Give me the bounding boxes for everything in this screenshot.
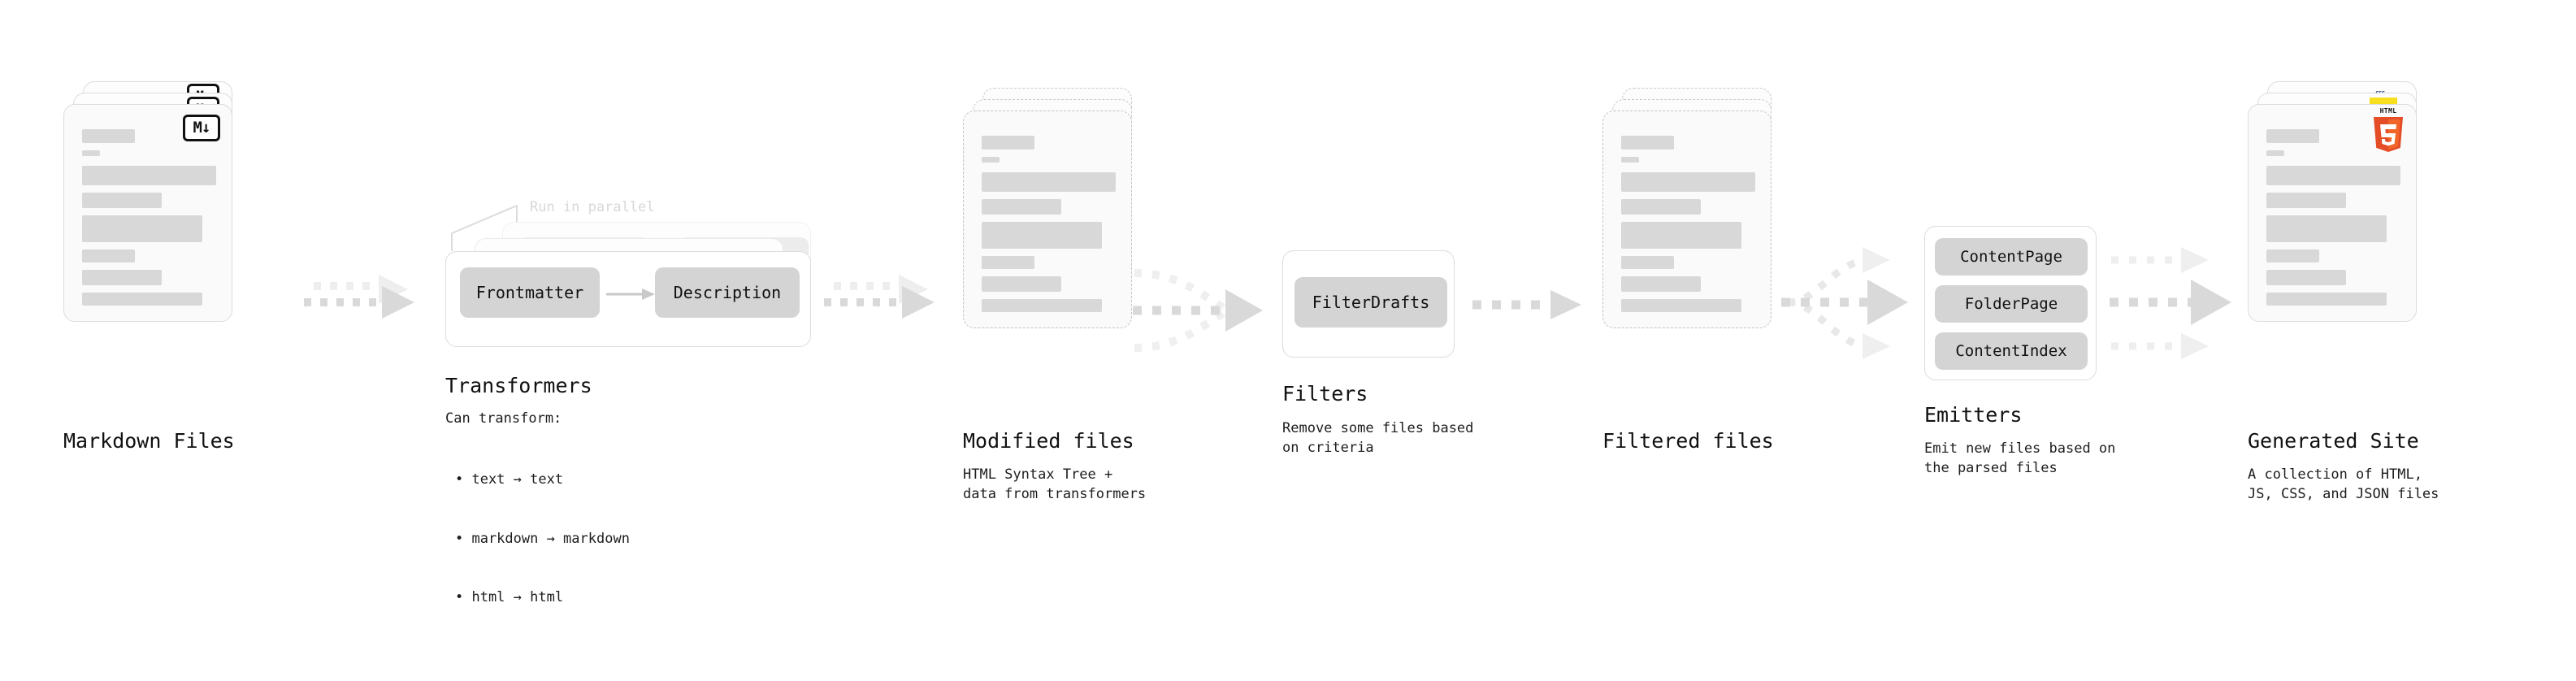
skeleton-bar — [82, 193, 162, 208]
skeleton-bar — [1621, 276, 1701, 292]
skeleton-bar — [2266, 215, 2387, 242]
site-skeleton-bars — [2266, 129, 2400, 313]
transformers-title: Transformers — [445, 374, 592, 397]
filters-description: Remove some files based on criteria — [1282, 420, 1474, 457]
filtered-skeleton-bars — [1621, 136, 1755, 319]
run-in-parallel-bracket — [451, 205, 518, 251]
skeleton-bar — [1621, 256, 1674, 269]
skeleton-bar — [982, 276, 1061, 292]
emitters-group: ContentPage FolderPage ContentIndex — [1924, 226, 2097, 380]
skeleton-bar — [982, 157, 1000, 163]
arrow-emitters-to-site — [2110, 234, 2264, 372]
skeleton-bar — [1621, 157, 1639, 163]
skeleton-bar — [2266, 129, 2319, 143]
skeleton-bar — [982, 172, 1116, 192]
skeleton-bar — [2266, 249, 2319, 262]
skeleton-bar — [982, 222, 1102, 249]
skeleton-bar — [82, 215, 202, 242]
markdown-badge: M↓ — [183, 115, 220, 141]
transformer-bullet: • text → text — [455, 471, 564, 488]
emitters-description: Emit new files based on the parsed files — [1924, 440, 2116, 477]
skeleton-bar — [82, 150, 100, 156]
emitter-pill-folderpage[interactable]: FolderPage — [1935, 285, 2088, 323]
skeleton-bar — [82, 270, 162, 285]
arrow-modified-to-filters — [1131, 252, 1277, 374]
emitter-pill-contentindex[interactable]: ContentIndex — [1935, 332, 2088, 370]
skeleton-bar — [2266, 270, 2346, 285]
filters-group: FilterDrafts — [1282, 250, 1455, 358]
skeleton-bar — [982, 299, 1102, 312]
skeleton-bar — [982, 256, 1034, 269]
markdown-files-title: Markdown Files — [63, 429, 235, 453]
transformers-bullets: • text → text • markdown → markdown • ht… — [455, 431, 630, 646]
run-in-parallel-note: Run in parallel — [530, 199, 655, 215]
markdown-skeleton-bars — [82, 129, 216, 313]
arrow-filters-to-filtered — [1471, 289, 1593, 322]
skeleton-bar — [1621, 299, 1741, 312]
skeleton-bar — [2266, 193, 2346, 208]
skeleton-bar — [2266, 150, 2284, 156]
skeleton-bar — [982, 136, 1034, 150]
site-file-card: HTML — [2248, 104, 2417, 322]
skeleton-bar — [2266, 293, 2387, 306]
transformer-pill-description[interactable]: Description — [655, 267, 800, 318]
markdown-file-card: M↓ — [63, 104, 232, 322]
skeleton-bar — [82, 293, 202, 306]
skeleton-bar — [1621, 172, 1755, 192]
arrow-transformers-to-modified — [821, 273, 951, 332]
modified-files-title: Modified files — [963, 429, 1134, 453]
skeleton-bar — [2266, 166, 2400, 185]
emitters-title: Emitters — [1924, 403, 2023, 427]
skeleton-bar — [82, 249, 135, 262]
modified-skeleton-bars — [982, 136, 1116, 319]
skeleton-bar — [1621, 222, 1741, 249]
generated-site-title: Generated Site — [2248, 429, 2419, 453]
html5-shield-icon — [2374, 117, 2403, 152]
arrow-markdown-to-transformers — [301, 273, 431, 332]
skeleton-bar — [1621, 199, 1701, 215]
html5-badge: HTML — [2370, 108, 2406, 155]
skeleton-bar — [82, 129, 135, 143]
skeleton-bar — [1621, 136, 1674, 150]
transformers-description: Can transform: — [445, 410, 562, 427]
filtered-files-title: Filtered files — [1602, 429, 1774, 453]
emitter-pill-contentpage[interactable]: ContentPage — [1935, 238, 2088, 275]
filtered-file-card — [1602, 111, 1772, 328]
modified-files-description: HTML Syntax Tree + data from transformer… — [963, 466, 1147, 503]
filter-pill-filterdrafts[interactable]: FilterDrafts — [1295, 277, 1447, 327]
filters-title: Filters — [1282, 382, 1368, 406]
arrow-filtered-to-emitters — [1781, 234, 1936, 372]
skeleton-bar — [82, 166, 216, 185]
html5-badge-label: HTML — [2379, 107, 2397, 115]
modified-file-card — [963, 111, 1132, 328]
skeleton-bar — [982, 199, 1061, 215]
transformer-bullet: • markdown → markdown — [455, 530, 630, 547]
transformer-pill-frontmatter[interactable]: Frontmatter — [460, 267, 600, 318]
transformer-inner-arrow — [606, 288, 655, 300]
transformer-bullet: • html → html — [455, 589, 564, 605]
generated-site-description: A collection of HTML, JS, CSS, and JSON … — [2248, 466, 2439, 503]
